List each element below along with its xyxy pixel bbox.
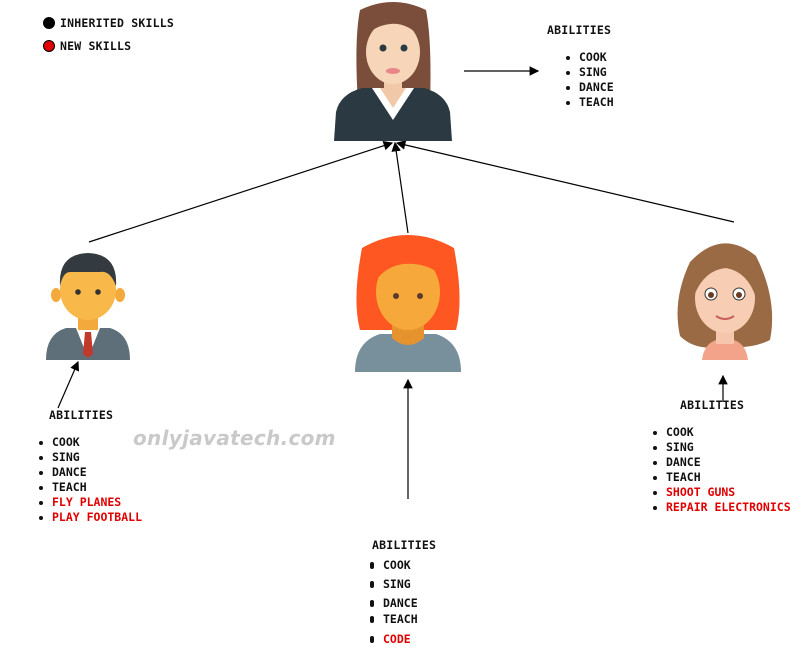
legend-inherited-dot [43, 17, 55, 29]
list-item: TEACH [653, 470, 791, 485]
right-child-abilities-list: COOK SING DANCE TEACH SHOOT GUNS REPAIR … [653, 425, 791, 515]
list-item-new: CODE [370, 632, 418, 647]
left-child-abilities-list: COOK SING DANCE TEACH FLY PLANES PLAY FO… [39, 435, 142, 525]
list-item: SING [370, 577, 418, 596]
right-child-abilities-heading: ABILITIES [680, 398, 745, 412]
list-item: DANCE [566, 80, 614, 95]
list-item-new: REPAIR ELECTRONICS [653, 500, 791, 515]
parent-abilities-list: COOK SING DANCE TEACH [566, 50, 614, 110]
list-item: COOK [39, 435, 142, 450]
left-child-abilities-heading: ABILITIES [49, 408, 114, 422]
list-item: SING [653, 440, 791, 455]
middle-child-abilities-heading: ABILITIES [372, 538, 437, 552]
legend-inherited-label: INHERITED SKILLS [60, 16, 174, 30]
arrow-left-abilities-to-child [57, 360, 80, 409]
list-item: COOK [653, 425, 791, 440]
list-item-new: SHOOT GUNS [653, 485, 791, 500]
arrow-middle-child-to-parent [391, 141, 409, 234]
list-item: TEACH [566, 95, 614, 110]
arrow-right-child-to-parent [395, 140, 735, 223]
list-item-new: PLAY FOOTBALL [39, 510, 142, 525]
list-item: COOK [566, 50, 614, 65]
list-item: SING [566, 65, 614, 80]
list-item: SING [39, 450, 142, 465]
list-item: COOK [370, 558, 418, 577]
list-item-new: FLY PLANES [39, 495, 142, 510]
middle-child-abilities-list: COOK SING DANCE TEACH CODE [370, 558, 418, 647]
arrow-left-child-to-parent [88, 141, 394, 243]
parent-abilities-heading: ABILITIES [547, 23, 612, 37]
list-item: DANCE [370, 596, 418, 612]
list-item: TEACH [39, 480, 142, 495]
watermark: onlyjavatech.com [133, 426, 336, 450]
legend-new-label: NEW SKILLS [60, 39, 132, 53]
list-item: DANCE [39, 465, 142, 480]
list-item: TEACH [370, 612, 418, 632]
list-item: DANCE [653, 455, 791, 470]
legend-new-dot [43, 40, 55, 52]
